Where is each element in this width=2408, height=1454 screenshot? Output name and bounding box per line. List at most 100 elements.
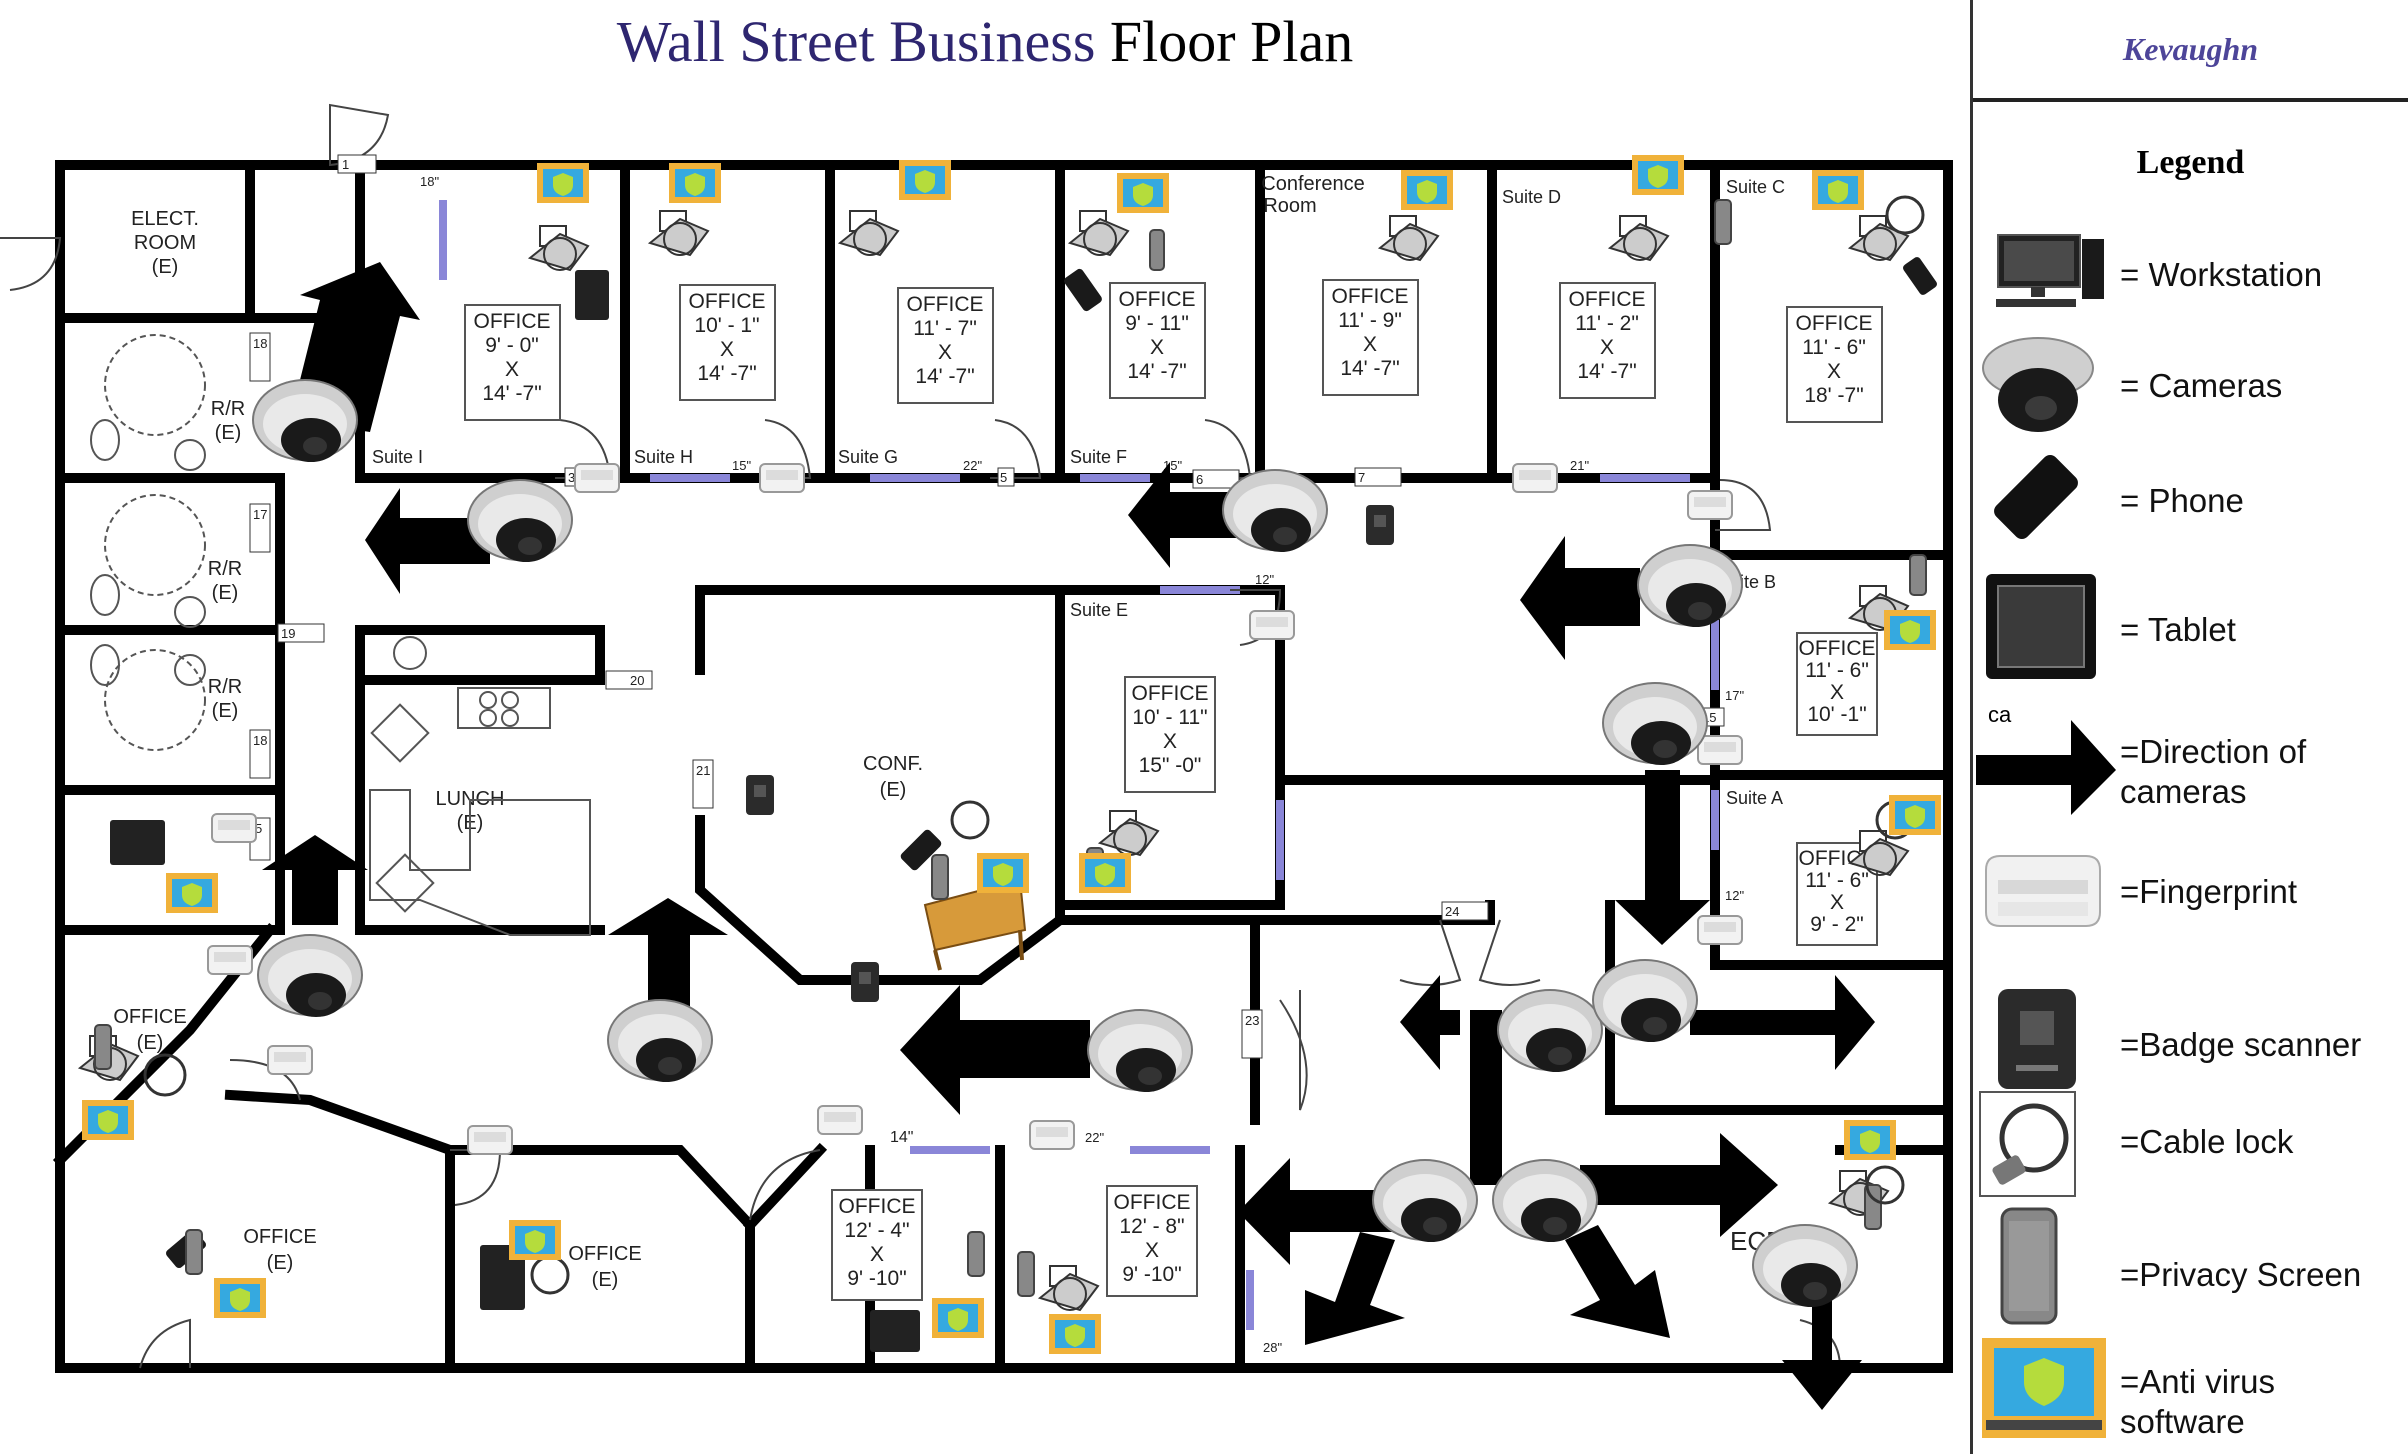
legend-item-direction: =Direction of cameras — [1970, 710, 2408, 820]
privacy-screen-icon — [1017, 1251, 1035, 1297]
direction-arrow-icon — [1782, 1290, 1862, 1410]
workstation-icon — [1849, 215, 1909, 261]
privacy-screen-icon — [1149, 229, 1165, 271]
legend-item-cable-lock: =Cable lock — [1970, 1090, 2408, 1200]
cable-lock-icon — [143, 1053, 187, 1097]
room-labels: ELECT.ROOM(E) R/R(E) R/R(E) R/R(E) LUNCH… — [113, 173, 1364, 1291]
dim-22: 22" — [963, 458, 982, 473]
antivirus-icon — [1982, 1338, 2106, 1438]
legend-label-cameras: = Cameras — [2120, 367, 2283, 404]
legend-label-cable-lock: =Cable lock — [2120, 1123, 2294, 1160]
tag-3: 3 — [568, 470, 575, 485]
camera-icon — [1497, 989, 1603, 1073]
antivirus-icon — [1079, 853, 1131, 893]
camera-icon — [1222, 469, 1328, 553]
privacy-screen-icon — [185, 1229, 203, 1275]
direction-arrow-shaft — [1470, 1010, 1502, 1185]
tag-18b: 18 — [253, 733, 267, 748]
title-part-1: Wall Street Business — [616, 9, 1096, 74]
fingerprint-icon — [759, 463, 805, 493]
legend-label-privacy-screen: =Privacy Screen — [2120, 1256, 2362, 1293]
dim-15: 15" — [732, 458, 751, 473]
badge-scanner-icon — [851, 962, 879, 1002]
tag-6: 6 — [1196, 472, 1203, 487]
phone-icon — [1064, 268, 1102, 312]
tablet-icon — [575, 270, 609, 320]
tag-5b: 5 — [1000, 470, 1007, 485]
tag-20: 20 — [630, 673, 644, 688]
title-part-2: Floor Plan — [1095, 9, 1354, 74]
cable-lock-icon — [1865, 1165, 1905, 1205]
label-suite-i: Suite I — [372, 447, 423, 467]
floor-plan: ELECT.ROOM(E) R/R(E) R/R(E) R/R(E) LUNCH… — [0, 103, 1953, 1410]
privacy-screen-icon — [967, 1231, 985, 1277]
tag-1: 1 — [342, 157, 349, 172]
label-restroom-2: R/R(E) — [208, 558, 242, 604]
workstation-icon — [529, 225, 589, 271]
fingerprint-icon — [1697, 735, 1743, 765]
camera-icon — [1087, 1009, 1193, 1093]
workstation-icon — [839, 210, 899, 256]
antivirus-icon — [1884, 610, 1936, 650]
privacy-screen-icon — [1909, 554, 1927, 596]
legend-label-direction: =Direction of cameras — [2120, 733, 2307, 810]
workstation-icon — [1379, 215, 1439, 261]
camera-icon — [1372, 1159, 1478, 1243]
cable-lock-icon — [1979, 1091, 2076, 1197]
dim-21: 21" — [1570, 458, 1589, 473]
fingerprint-icon — [1985, 855, 2101, 927]
legend-item-workstation: = Workstation — [1970, 225, 2408, 335]
antivirus-icon — [1049, 1314, 1101, 1354]
privacy-screen-icon — [931, 854, 949, 900]
conference-table — [923, 878, 1027, 971]
walls — [52, 160, 1953, 1373]
cable-lock-icon — [950, 800, 990, 840]
antivirus-icon — [1889, 795, 1941, 835]
page-title: Wall Street Business Floor Plan — [0, 8, 1970, 75]
label-elect-room: ELECT.ROOM(E) — [131, 208, 199, 278]
fingerprint-icon — [207, 945, 253, 975]
label-suite-f: Suite F — [1070, 447, 1127, 467]
badge-scanner-icon — [746, 775, 774, 815]
antivirus-icon — [932, 1298, 984, 1338]
label-conf: CONF.(E) — [863, 753, 923, 801]
tablet-icon — [870, 1310, 920, 1352]
antivirus-icon — [537, 163, 589, 203]
workstation-icon — [1996, 234, 2104, 307]
tag-21: 21 — [696, 763, 710, 778]
badge-scanner-icon — [1998, 989, 2076, 1089]
cable-lock-icon — [530, 1255, 570, 1295]
tablet-icon — [480, 1245, 525, 1310]
direction-arrow-icon — [365, 488, 490, 594]
camera-icon — [1752, 1224, 1858, 1308]
legend-label-workstation: = Workstation — [2120, 256, 2323, 293]
legend-title: Legend — [2136, 144, 2245, 181]
legend-label-antivirus: =Anti virus software — [2120, 1363, 2275, 1440]
label-office-e-1: OFFICE(E) — [113, 1006, 186, 1054]
privacy-screen-icon — [2000, 1207, 2058, 1325]
legend-label-tablet: = Tablet — [2120, 611, 2236, 648]
antivirus-icon — [509, 1220, 561, 1260]
dim-12b: 12" — [1725, 888, 1744, 903]
camera-icon — [1492, 1159, 1598, 1243]
antivirus-icon — [899, 160, 951, 200]
badge-scanners — [746, 505, 1394, 1002]
phone-icon — [900, 829, 942, 871]
antivirus-icon — [166, 873, 218, 913]
tablet-icon — [1986, 574, 2096, 679]
legend-item-antivirus: =Anti virus software — [1970, 1336, 2408, 1446]
windows — [439, 200, 1719, 1330]
